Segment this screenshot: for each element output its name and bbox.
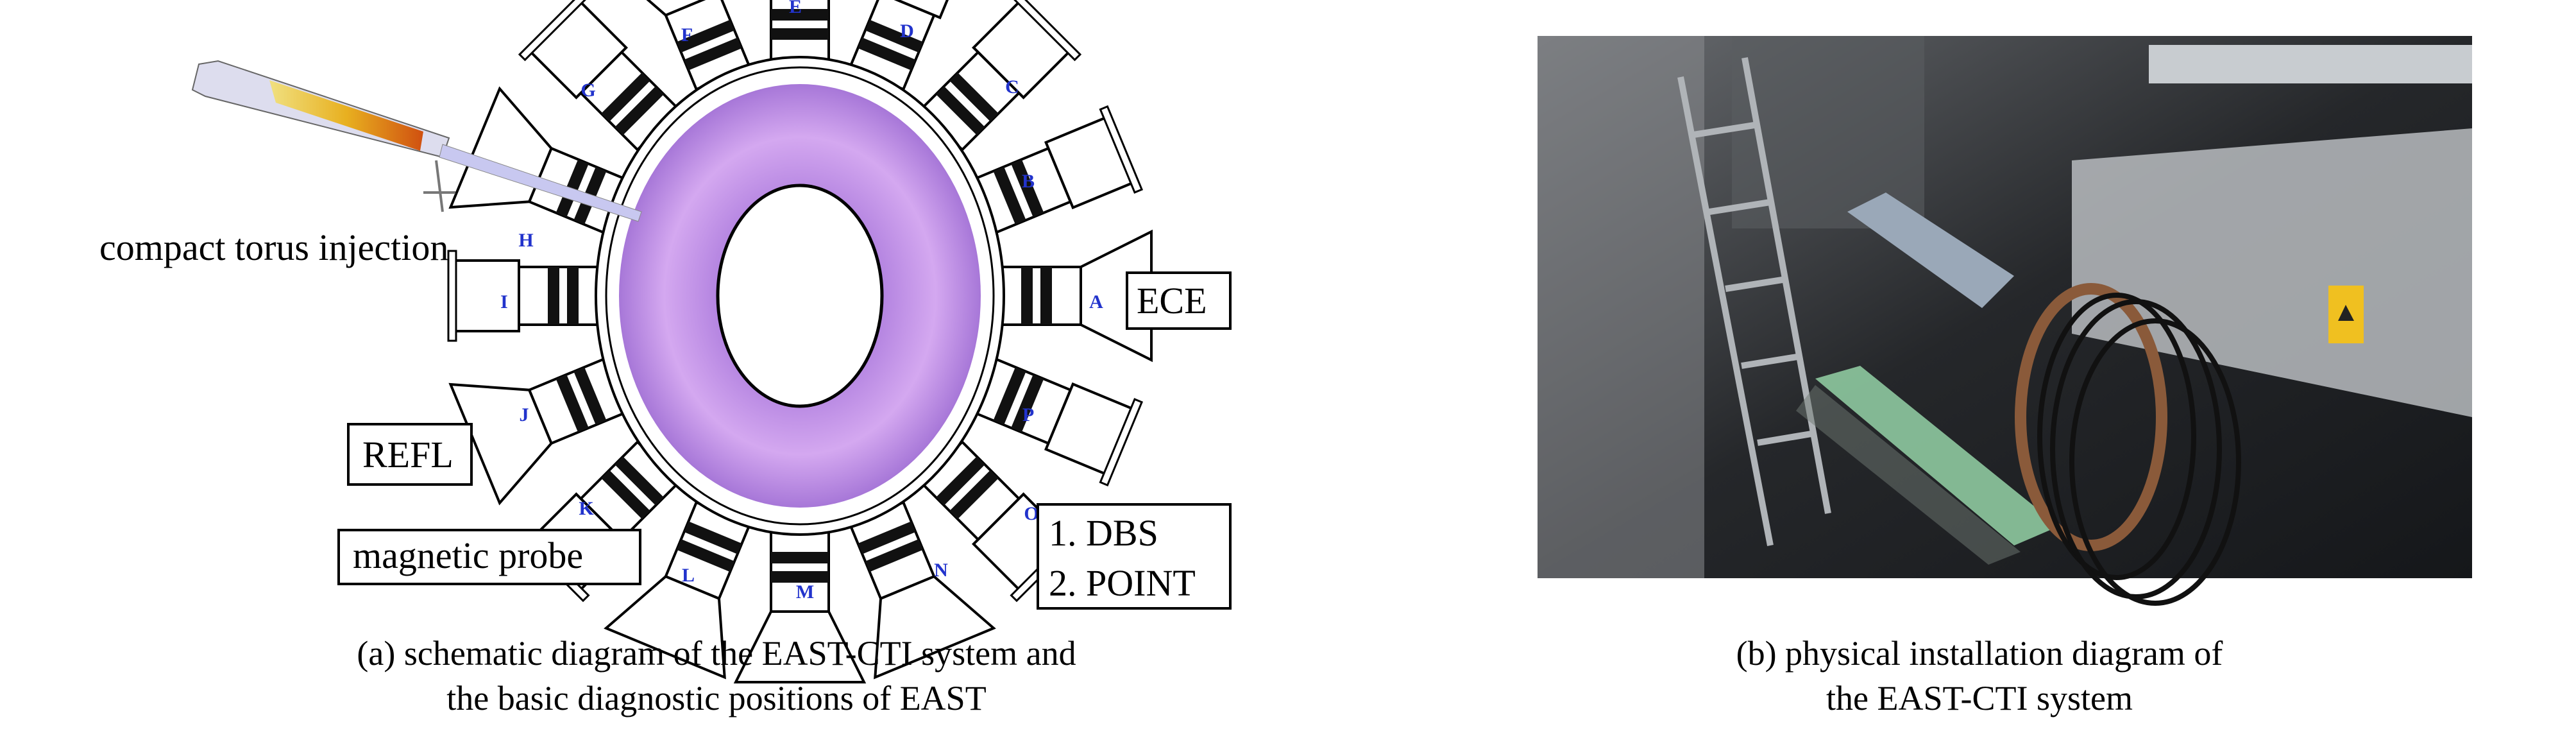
port-label-c: C [1005, 76, 1019, 98]
port-label-p: P [1022, 404, 1034, 425]
port-m [733, 530, 867, 683]
port-n [848, 501, 996, 680]
magnetic-probe-box [337, 529, 641, 585]
port-label-e: E [789, 0, 802, 17]
port-label-h: H [518, 230, 533, 251]
port-label-n: N [934, 560, 948, 581]
ece-box [1126, 271, 1232, 330]
caption-b-line2: the EAST-CTI system [1826, 679, 2133, 717]
port-i [447, 250, 600, 342]
caption-a-line1: (a) schematic diagram of the EAST-CTI sy… [357, 634, 1076, 673]
dbs-label: 1. DBS [1049, 512, 1158, 554]
magnetic-probe-label: magnetic probe [353, 535, 583, 576]
vacuum-vessel-inner-line [605, 66, 995, 526]
diagnostic-ports [447, 0, 1153, 683]
port-label-g: G [580, 80, 595, 101]
ece-label: ECE [1137, 280, 1207, 322]
caption-b-line1: (b) physical installation diagram of [1736, 634, 2223, 673]
port-label-a: A [1089, 291, 1103, 313]
port-f [604, 0, 752, 91]
port-label-o: O [1024, 503, 1038, 524]
ladder [1677, 57, 1831, 546]
injector-label: compact torus injection [99, 227, 448, 268]
port-e [770, 0, 830, 62]
port-j [448, 357, 627, 506]
port-label-m: M [796, 581, 814, 603]
port-g [518, 0, 681, 152]
port-b [972, 105, 1144, 234]
point-label: 2. POINT [1049, 562, 1196, 604]
port-label-i: I [500, 291, 508, 313]
port-label-k: K [579, 498, 594, 519]
schematic-diagram: compact torus injection E D C B A P O N … [99, 0, 1232, 717]
port-p [972, 357, 1144, 487]
port-c [919, 0, 1082, 152]
refl-box [347, 423, 473, 486]
installation-photo [1538, 36, 2472, 606]
dbs-point-box [1037, 503, 1232, 610]
torus-inner-hole [716, 184, 884, 408]
port-label-f: F [681, 24, 693, 46]
port-label-j: J [520, 404, 529, 425]
port-label-b: B [1022, 171, 1035, 192]
port-l [604, 501, 752, 680]
compact-torus-injector [191, 60, 642, 222]
port-label-d: D [900, 21, 914, 42]
caption-a-line2: the basic diagnostic positions of EAST [446, 679, 986, 717]
probe-ring-cables [2015, 283, 2241, 606]
refl-label: REFL [362, 434, 453, 476]
port-label-l: L [682, 565, 695, 586]
